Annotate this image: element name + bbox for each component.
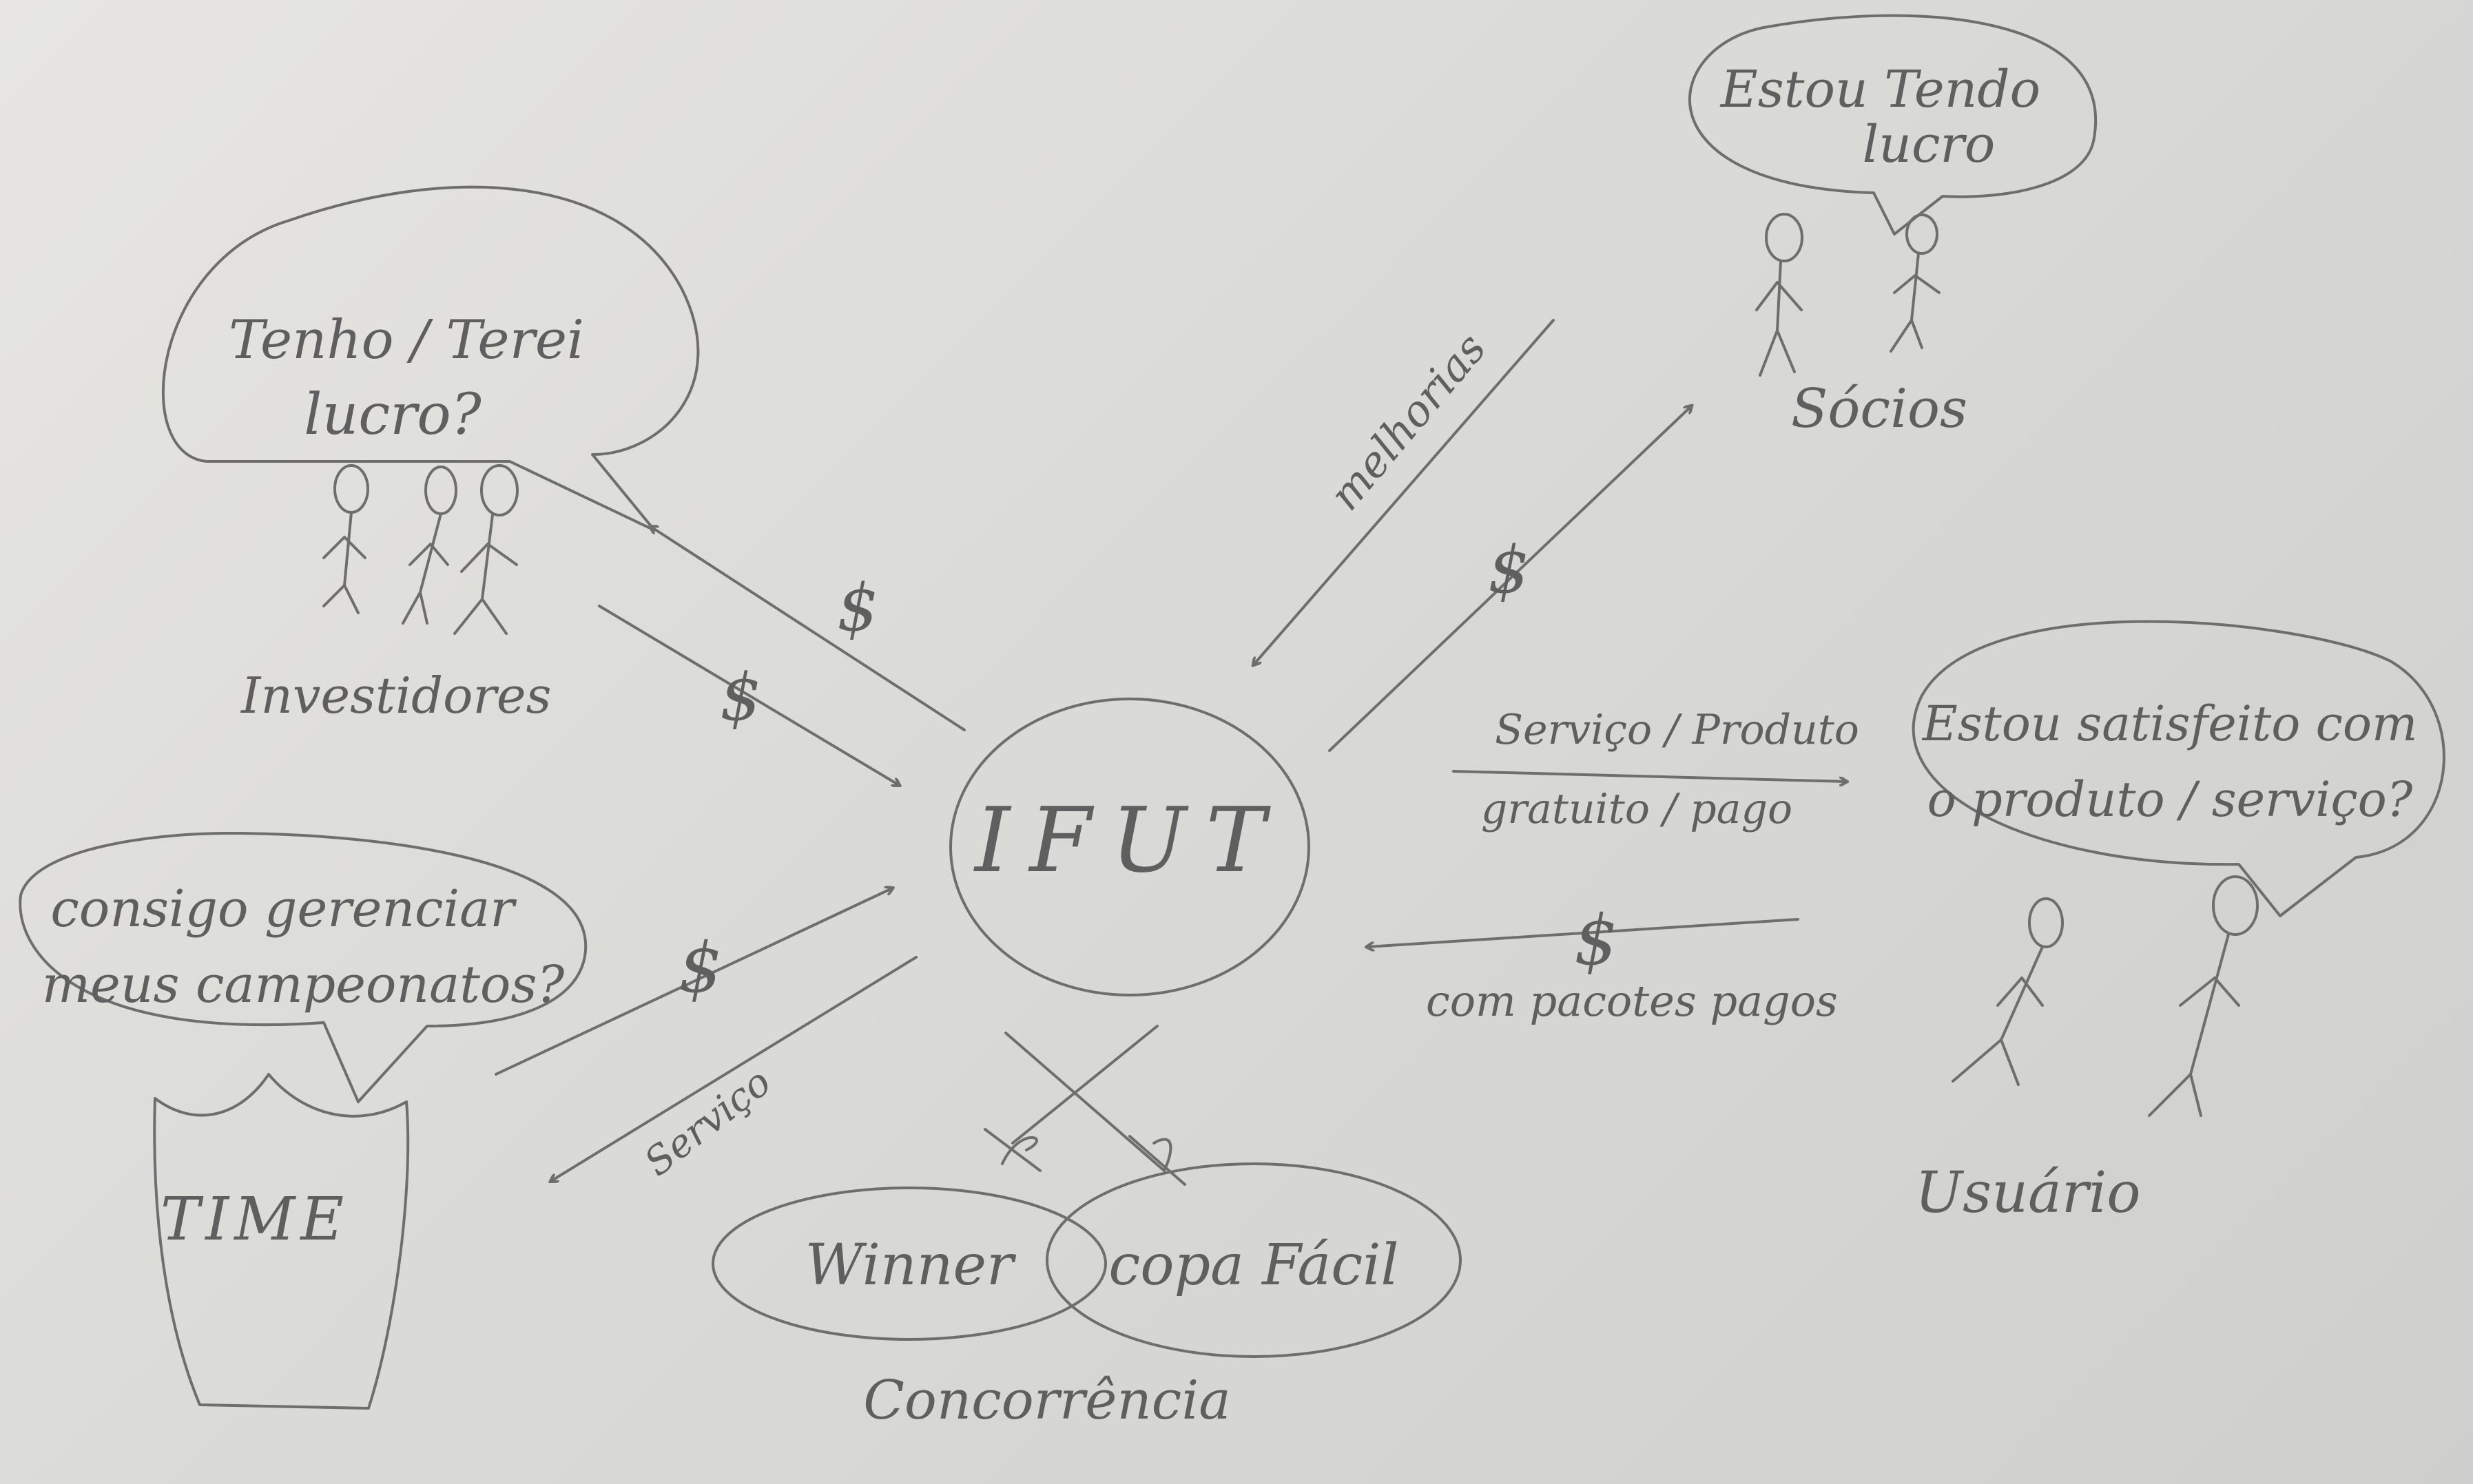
socios-figures [1755,213,1941,377]
competitor-winner-label: Winner [805,1233,1017,1298]
stick-figure-investidor-3 [453,464,519,635]
time-shield: TIME [153,1073,410,1410]
investidores-speech-bubble: Tenho / Terei lucro? [162,185,700,532]
socios-speech-bubble: Estou Tendo lucro [1688,14,2098,236]
arrow-time-to-ifut [495,888,892,1076]
time-label: TIME [161,1185,349,1254]
arrow-ifut-to-time [551,956,918,1181]
time-speech-line2: meus campeonatos? [42,955,566,1014]
socios-speech-line1: Estou Tendo [1719,60,2040,119]
crossed-swords-icon [984,1025,1186,1186]
investidores-speech-line1: Tenho / Terei [229,309,584,371]
time-money-symbol: $ [679,928,723,1008]
arrow-usuario-to-ifut [1367,918,1799,947]
usuario-speech-bubble: Estou satisfeito com o produto / serviço… [1912,620,2445,917]
investidores-money-in-symbol: $ [720,660,761,735]
socios-improvements-label: melhorias [1320,324,1496,520]
concorrencia-label: Concorrência [863,1370,1231,1432]
time-speech-line1: consigo gerenciar [50,879,517,939]
competitor-copa-facil: copa Fácil [1046,1162,1462,1358]
stick-figure-socio-2 [1890,213,1941,353]
ifut-label: IFUT [973,788,1285,892]
usuario-offer-line1: Serviço / Produto [1495,706,1859,754]
socios-money-symbol: $ [1488,532,1529,608]
usuario-offer-line2: gratuito / pago [1481,785,1792,833]
usuario-figures [1952,875,2259,1117]
time-service-label: Serviço [637,1060,780,1185]
arrow-ifut-to-usuario [1452,770,1846,782]
usuario-money-symbol: $ [1574,900,1618,981]
competitor-winner: Winner [712,1187,1107,1341]
competitor-copa-facil-label: copa Fácil [1108,1233,1398,1298]
investidores-figures [322,464,519,635]
socios-speech-line2: lucro [1863,115,1996,174]
time-speech-bubble: consigo gerenciar meus campeonatos? [19,832,588,1103]
arrow-socios-to-ifut [1254,319,1555,665]
usuario-paid-packages-label: com pacotes pagos [1426,976,1838,1026]
arrow-investidores-to-ifut [598,605,899,785]
stick-figure-usuario-2 [2148,875,2259,1117]
stick-figure-investidor-2 [402,466,457,625]
ifut-node: IFUT [949,698,1310,996]
usuario-speech-line2: o produto / serviço? [1927,771,2413,828]
investidores-label: Investidores [240,667,551,724]
arrow-ifut-to-socios [1328,406,1691,752]
usuario-label: Usuário [1915,1160,2141,1226]
socios-label: Sócios [1791,378,1967,440]
stick-figure-investidor-1 [322,464,369,614]
investidores-speech-line2: lucro? [304,382,482,448]
stick-figure-socio-1 [1755,213,1803,377]
arrow-ifut-to-investidores [651,527,966,731]
usuario-speech-line1: Estou satisfeito com [1921,696,2418,752]
stick-figure-usuario-1 [1952,897,2064,1086]
investidores-money-out-symbol: $ [837,570,878,646]
